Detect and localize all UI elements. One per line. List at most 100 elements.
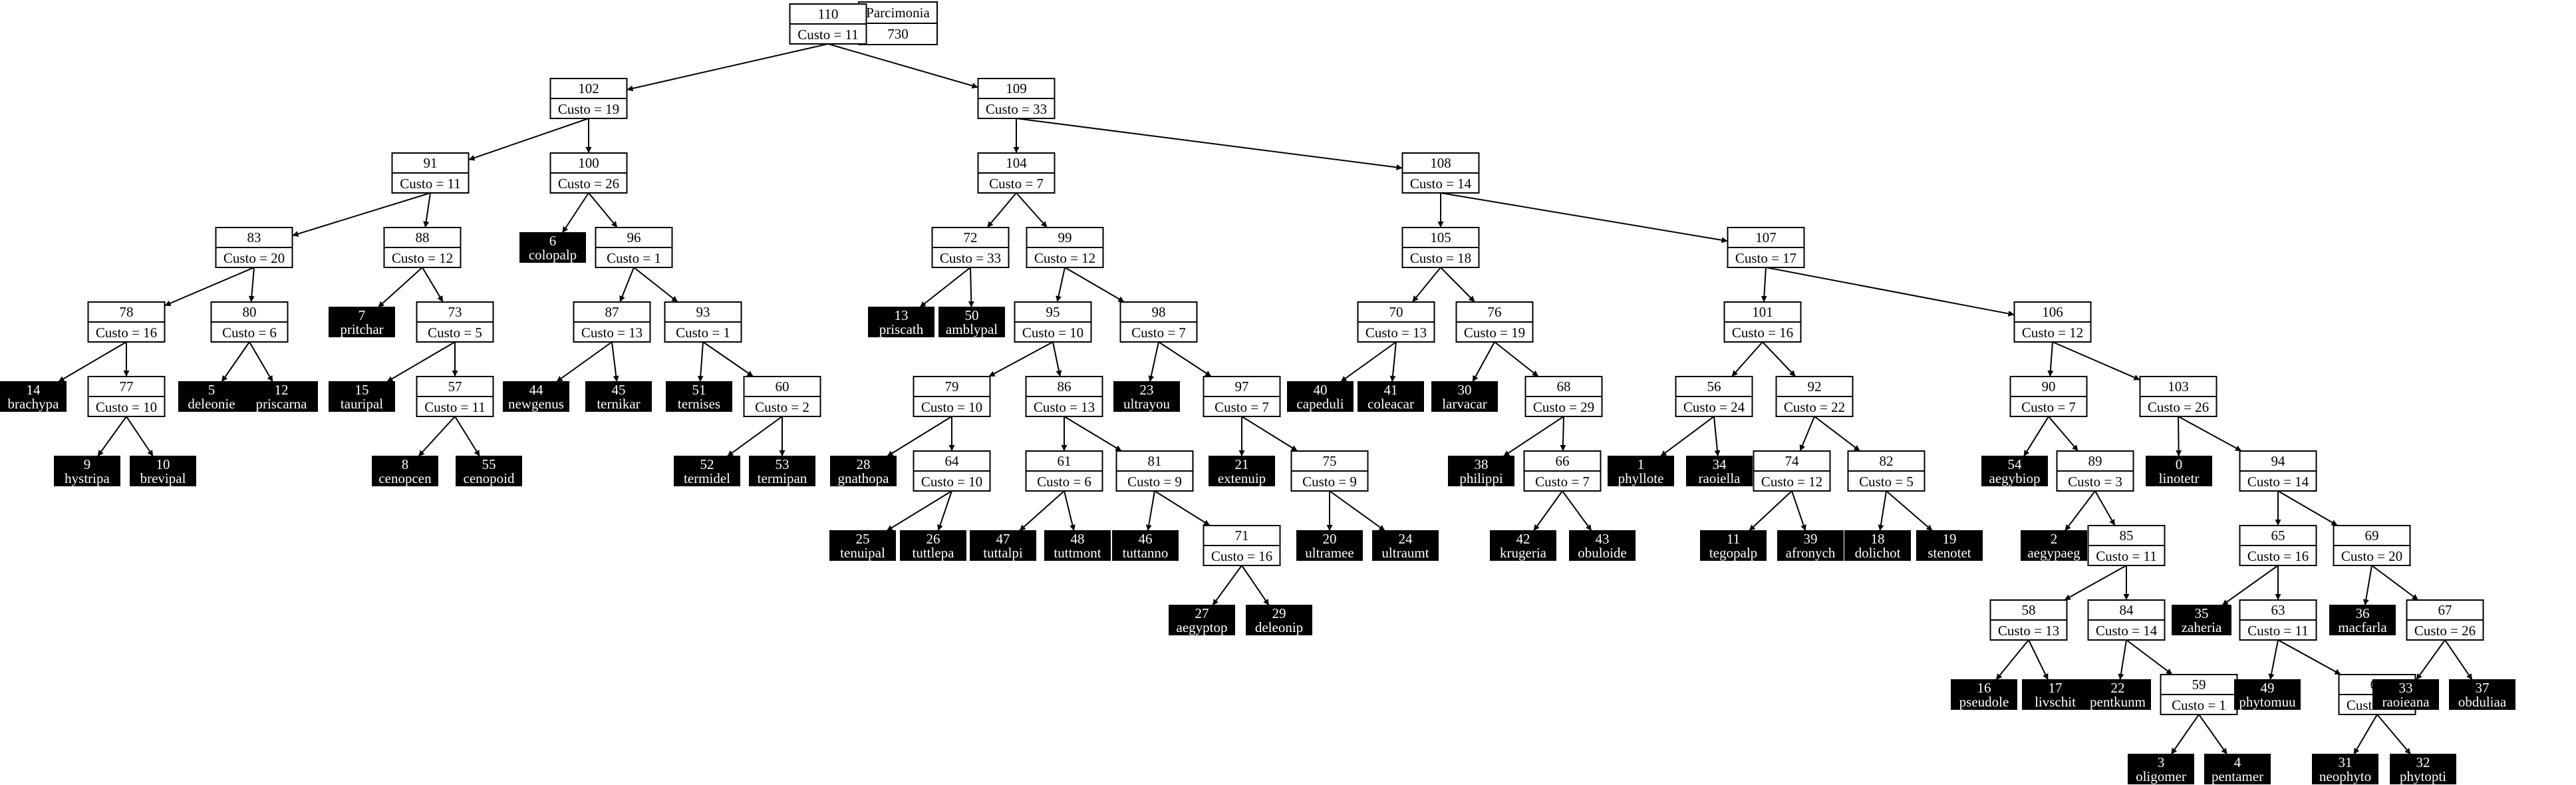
leaf-id: 31 <box>2339 754 2353 770</box>
node-id: 85 <box>2120 528 2134 544</box>
leaf-name: priscath <box>879 321 924 337</box>
node-cost: Custo = 7 <box>2021 399 2076 415</box>
leaf-id: 34 <box>1713 456 1727 472</box>
leaf-name: priscarna <box>256 396 308 412</box>
node-cost: Custo = 16 <box>2247 548 2309 564</box>
node-cost: Custo = 10 <box>1022 325 1083 341</box>
node-cost: Custo = 11 <box>2096 548 2157 564</box>
node-cost: Custo = 14 <box>2247 474 2309 490</box>
leaf-id: 22 <box>2111 680 2125 696</box>
node-cost: Custo = 33 <box>986 101 1047 117</box>
node-cost: Custo = 20 <box>2341 548 2402 564</box>
leaf-name: ternikar <box>597 396 640 412</box>
edge-70-40 <box>1340 341 1397 383</box>
leaf-id: 6 <box>549 233 557 249</box>
node-id: 80 <box>243 304 257 320</box>
edge-59-4 <box>2198 714 2228 755</box>
leaf-name: newgenus <box>508 396 564 412</box>
edge-91-88 <box>423 192 431 228</box>
node-id: 99 <box>1058 230 1072 245</box>
leaf-name: gnathopa <box>838 470 890 486</box>
leaf-name: krugeria <box>1500 545 1547 561</box>
node-cost: Custo = 11 <box>424 399 486 415</box>
node-cost: Custo = 2 <box>755 399 809 415</box>
leaf-name: phytopti <box>2400 768 2446 784</box>
node-id: 100 <box>578 155 599 171</box>
leaf-name: larvacar <box>1442 396 1487 412</box>
edge-83-80 <box>248 267 255 303</box>
leaf-id: 28 <box>857 456 871 472</box>
node-cost: Custo = 5 <box>1859 474 1914 490</box>
node-id: 56 <box>1707 379 1721 394</box>
node-id: 67 <box>2438 602 2452 618</box>
node-cost: Custo = 16 <box>1732 325 1793 341</box>
leaf-name: ultraumt <box>1381 545 1429 561</box>
node-id: 109 <box>1006 80 1027 96</box>
node-id: 98 <box>1152 304 1166 320</box>
leaf-id: 9 <box>84 456 91 472</box>
edge-82-18 <box>1878 490 1887 532</box>
edge-68-38 <box>1503 416 1564 457</box>
leaf-id: 49 <box>2261 680 2275 696</box>
edge-110-102 <box>627 43 829 92</box>
edge-63-49 <box>2268 639 2279 681</box>
node-cost: Custo = 11 <box>2247 623 2309 639</box>
leaf-name: stenotet <box>1928 545 1971 561</box>
edge-107-101 <box>1761 267 1767 303</box>
leaf-name: amblypal <box>946 321 998 337</box>
leaf-name: brachypa <box>8 396 60 412</box>
leaf-id: 43 <box>1596 531 1610 547</box>
node-cost: Custo = 10 <box>96 399 157 415</box>
leaf-id: 5 <box>208 382 215 398</box>
node-cost: Custo = 6 <box>222 325 277 341</box>
node-id: 103 <box>2168 379 2189 394</box>
node-cost: Custo = 12 <box>1034 250 1095 266</box>
edge-72-50 <box>968 267 974 308</box>
leaf-id: 25 <box>856 531 870 547</box>
leaf-name: tenuipal <box>840 545 885 561</box>
leaf-id: 55 <box>482 456 496 472</box>
edge-76-30 <box>1472 341 1495 383</box>
leaf-id: 41 <box>1384 382 1398 398</box>
leaf-id: 4 <box>2234 754 2241 770</box>
node-id: 63 <box>2271 602 2285 618</box>
edge-67-33 <box>2416 639 2446 681</box>
edge-87-45 <box>611 341 619 383</box>
node-id: 65 <box>2271 528 2285 544</box>
edge-105-76 <box>1440 267 1476 303</box>
edge-96-93 <box>633 267 678 303</box>
edge-80-5 <box>221 341 250 383</box>
node-id: 91 <box>424 155 438 171</box>
node-id: 77 <box>120 379 134 394</box>
leaf-id: 14 <box>27 382 41 398</box>
edge-56-1 <box>1659 416 1715 457</box>
node-cost: Custo = 16 <box>1211 548 1272 564</box>
edge-83-78 <box>164 267 255 307</box>
leaf-id: 52 <box>700 456 714 472</box>
edge-81-46 <box>1145 490 1155 532</box>
edge-99-95 <box>1056 267 1066 303</box>
node-id: 84 <box>2120 602 2134 618</box>
node-cost: Custo = 13 <box>581 325 643 341</box>
